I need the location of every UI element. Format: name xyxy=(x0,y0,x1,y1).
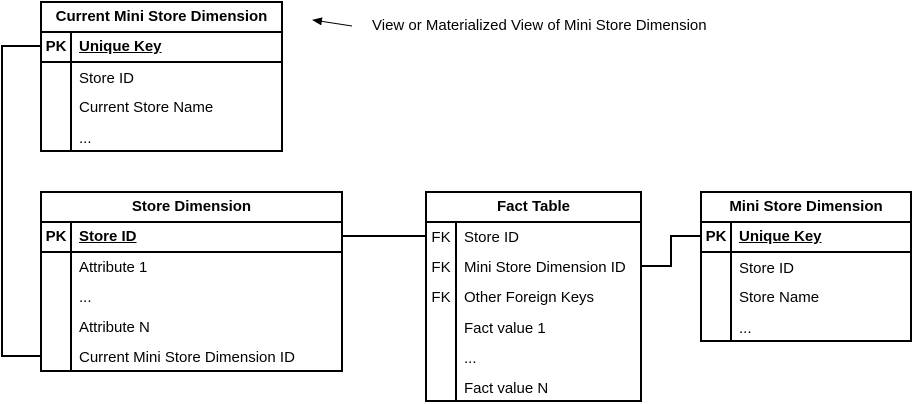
table-row: Fact value 1 xyxy=(427,314,640,344)
view-note: View or Materialized View of Mini Store … xyxy=(372,17,707,34)
table-store-dimension: Store Dimension PK Store ID Attribute 1 … xyxy=(40,191,343,372)
key-tag: PK xyxy=(42,223,72,251)
table-title: Fact Table xyxy=(427,193,640,223)
row-name: Fact value 1 xyxy=(464,320,546,337)
table-row: ... xyxy=(427,344,640,374)
table-title: Store Dimension xyxy=(42,193,341,223)
key-column-divider xyxy=(70,253,72,370)
table-row: Attribute 1 xyxy=(42,253,341,283)
primary-key-row: PK Unique Key xyxy=(42,33,281,63)
row-name: Store Name xyxy=(739,289,820,306)
table-body: Store ID Store Name ... xyxy=(702,253,910,340)
row-name: Attribute N xyxy=(79,319,150,336)
note-arrow xyxy=(312,17,353,27)
row-name: Mini Store Dimension ID xyxy=(464,259,626,276)
table-row: ... xyxy=(42,283,341,313)
key-name: Unique Key xyxy=(739,228,822,245)
row-tag: FK xyxy=(431,229,451,246)
row-name: ... xyxy=(739,320,752,337)
key-name: Unique Key xyxy=(79,38,162,55)
row-name: ... xyxy=(464,350,477,367)
link-current-mini-to-store xyxy=(1,45,41,357)
row-name: ... xyxy=(79,289,92,306)
row-tag: FK xyxy=(431,289,451,306)
row-name: ... xyxy=(79,130,92,147)
table-mini-store-dimension: Mini Store Dimension PK Unique Key Store… xyxy=(700,191,912,342)
table-row: Current Mini Store Dimension ID xyxy=(42,343,341,373)
table-title: Mini Store Dimension xyxy=(702,193,910,223)
table-row: Store Name xyxy=(702,283,910,313)
table-body: Store ID Current Store Name ... xyxy=(42,63,281,150)
key-tag: PK xyxy=(42,33,72,61)
table-row: Store ID xyxy=(42,64,281,94)
table-row: FK Other Foreign Keys xyxy=(427,283,640,313)
row-name: Current Store Name xyxy=(79,99,214,116)
row-name: Attribute 1 xyxy=(79,259,148,276)
row-name: Fact value N xyxy=(464,380,549,397)
row-name: Store ID xyxy=(739,260,795,277)
table-row: Fact value N xyxy=(427,374,640,404)
key-name: Store ID xyxy=(79,228,137,245)
primary-key-row: PK Store ID xyxy=(42,223,341,253)
row-name: Store ID xyxy=(79,70,135,87)
key-column-divider xyxy=(455,223,457,400)
table-row: FK Store ID xyxy=(427,223,640,253)
table-fact: Fact Table FK Store ID FK Mini Store Dim… xyxy=(425,191,642,402)
table-row: FK Mini Store Dimension ID xyxy=(427,253,640,283)
key-column-divider xyxy=(730,253,732,340)
table-body: Attribute 1 ... Attribute N Current Mini… xyxy=(42,253,341,370)
table-row: Store ID xyxy=(702,254,910,284)
table-row: Attribute N xyxy=(42,313,341,343)
row-name: Store ID xyxy=(464,229,520,246)
table-body: FK Store ID FK Mini Store Dimension ID F… xyxy=(427,223,640,400)
row-name: Other Foreign Keys xyxy=(464,289,595,306)
table-title: Current Mini Store Dimension xyxy=(42,3,281,33)
row-tag: FK xyxy=(431,259,451,276)
table-row: ... xyxy=(702,314,910,344)
table-row: Current Store Name xyxy=(42,93,281,123)
table-current-mini-store-dimension: Current Mini Store Dimension PK Unique K… xyxy=(40,1,283,152)
table-row: ... xyxy=(42,124,281,154)
key-column-divider xyxy=(70,63,72,150)
primary-key-row: PK Unique Key xyxy=(702,223,910,253)
row-name: Current Mini Store Dimension ID xyxy=(79,349,295,366)
link-fact-to-mini xyxy=(641,235,701,267)
key-tag: PK xyxy=(702,223,732,251)
